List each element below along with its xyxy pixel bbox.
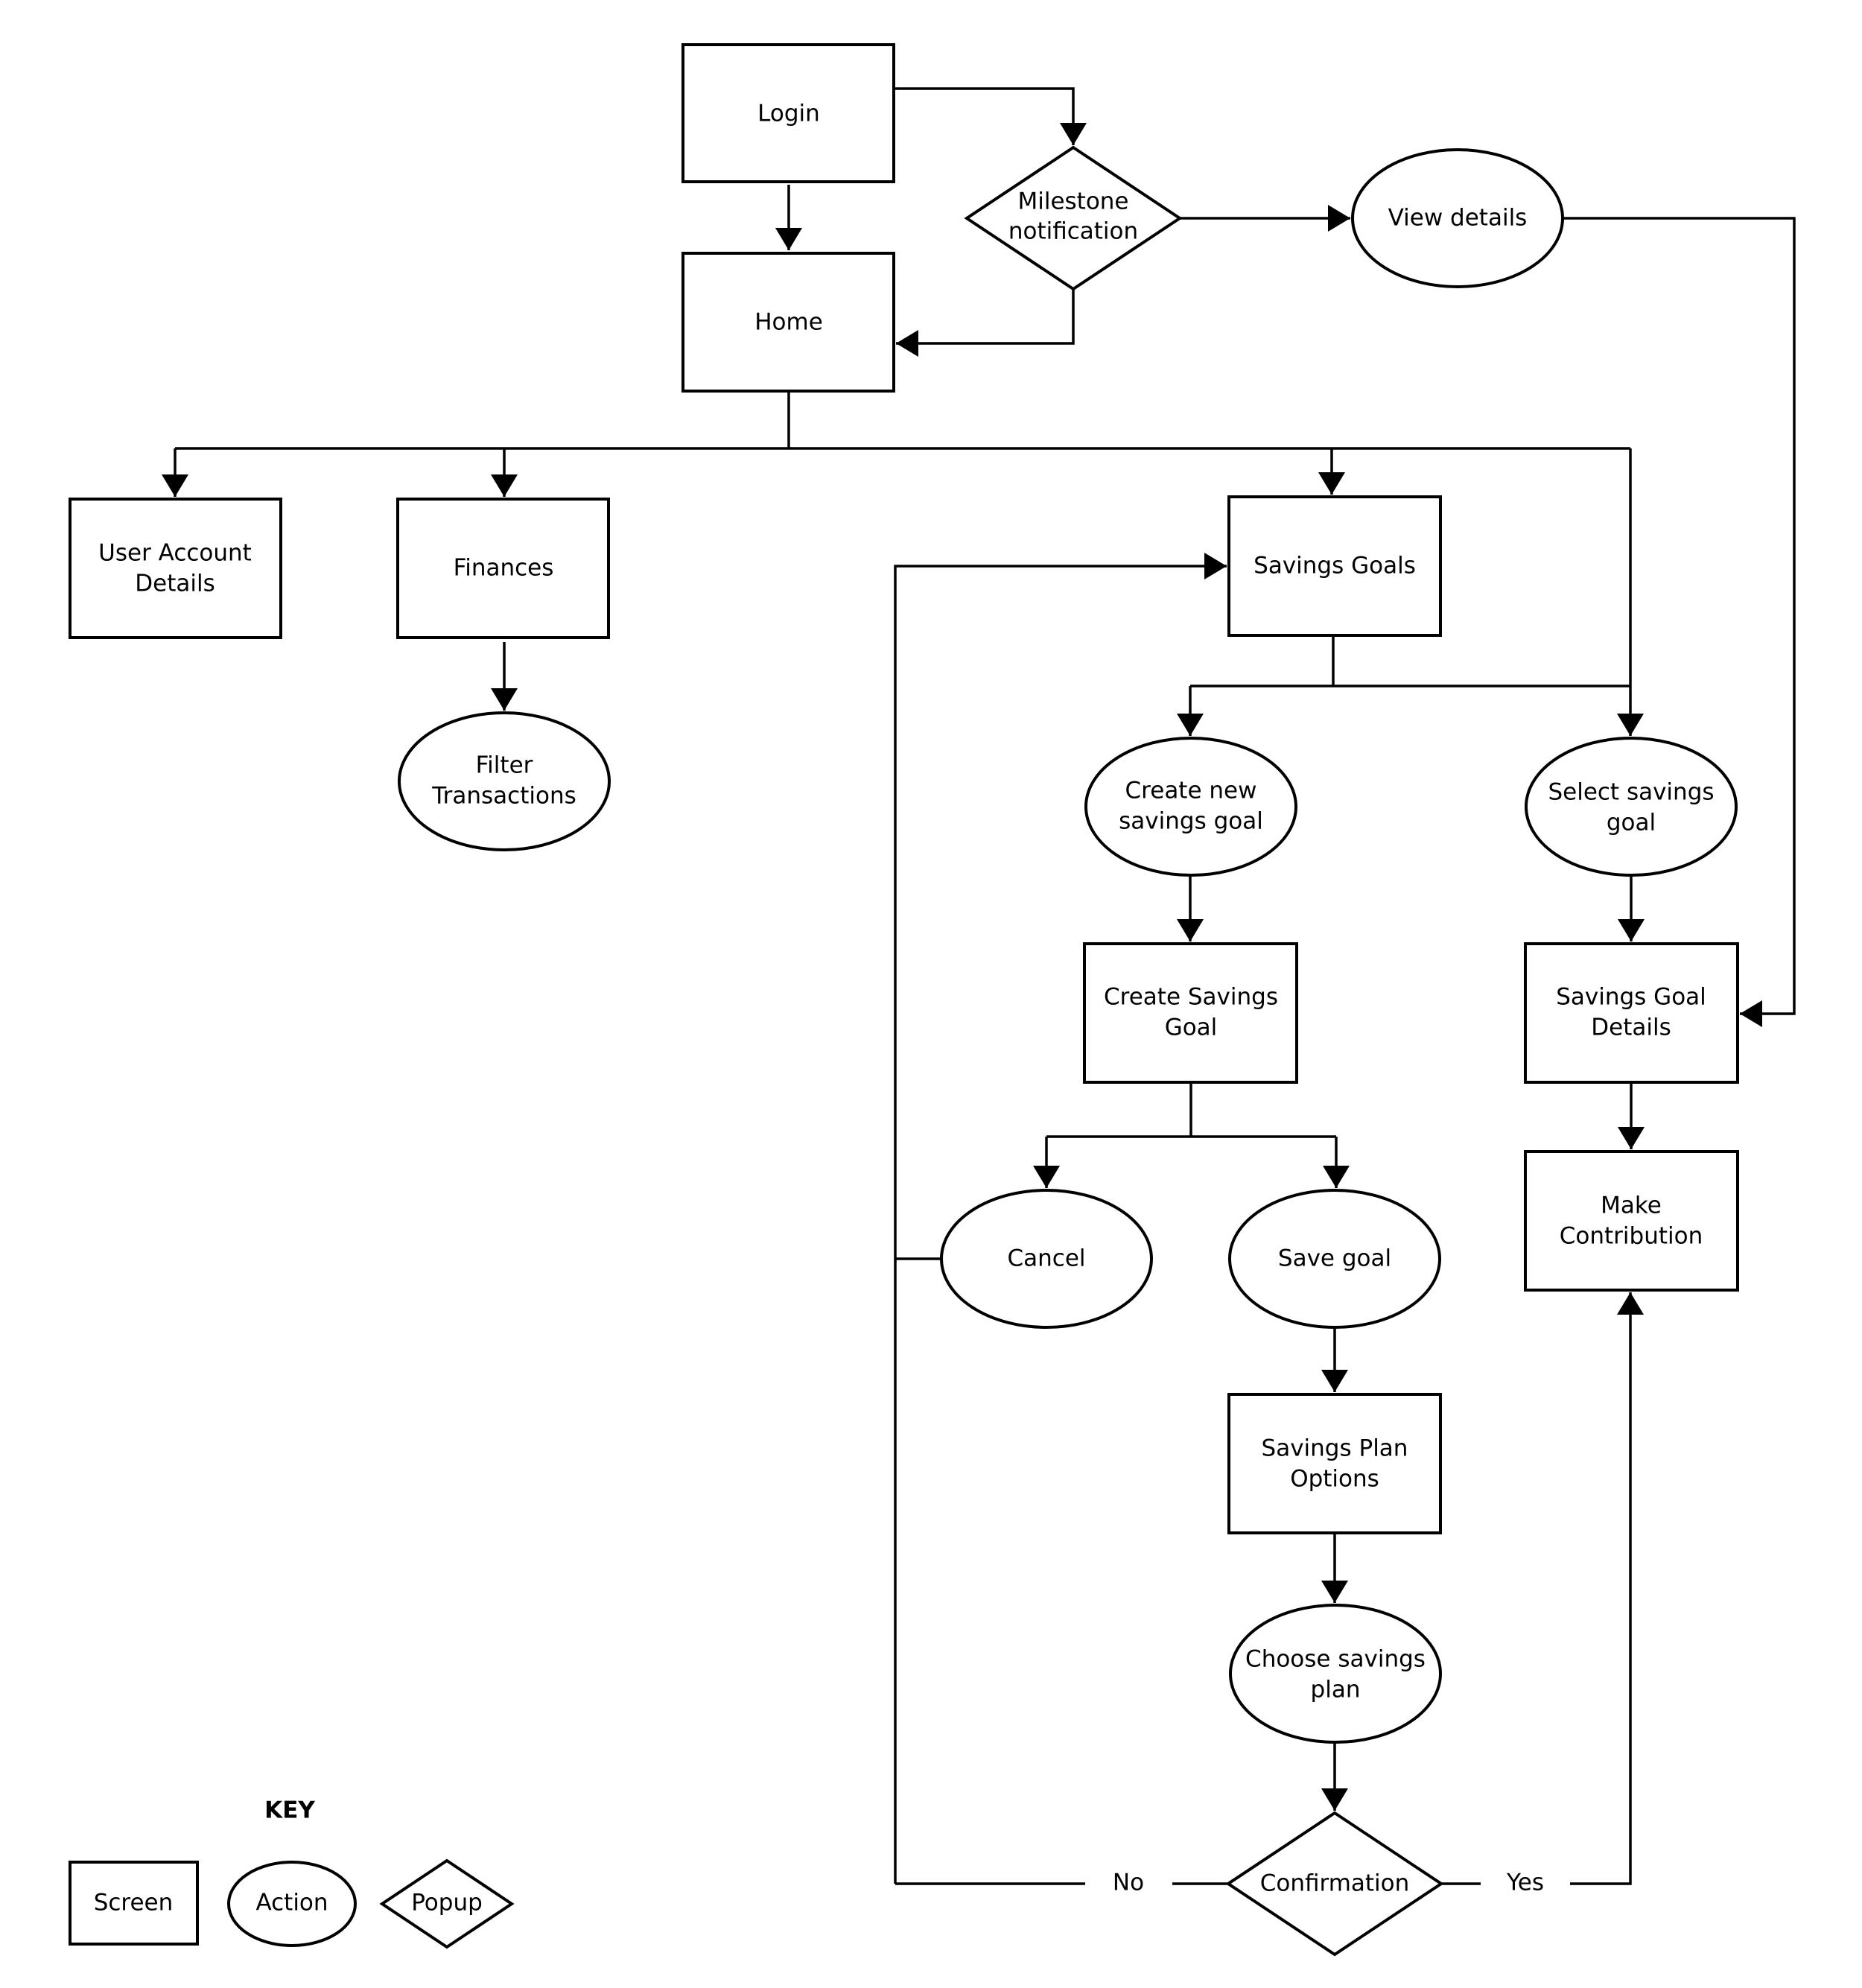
node-label: Goal xyxy=(1165,1014,1218,1041)
node-label: Contribution xyxy=(1560,1223,1703,1250)
node-select-savings-goal[interactable]: Select savings goal xyxy=(1525,737,1738,877)
node-label: User Account xyxy=(98,540,252,567)
node-label: Savings Plan xyxy=(1262,1435,1408,1462)
edge-loop-savingsgoals xyxy=(894,553,1227,1884)
node-label: Save goal xyxy=(1278,1245,1391,1272)
node-label: Filter xyxy=(476,752,533,779)
legend-key: KEY Screen Action Popup xyxy=(69,1797,515,1949)
screen-shape-icon xyxy=(69,1861,199,1946)
key-popup-label: Popup xyxy=(411,1890,483,1916)
popup-shape-icon xyxy=(379,1858,515,1949)
edge-login-milestone xyxy=(894,87,1087,145)
edge-label-yes: Yes xyxy=(1506,1870,1544,1896)
node-finances[interactable]: Finances xyxy=(396,498,610,639)
node-label: Home xyxy=(754,309,823,336)
node-label: Confirmation xyxy=(1260,1870,1410,1897)
node-save-goal[interactable]: Save goal xyxy=(1228,1189,1441,1329)
key-title: KEY xyxy=(264,1797,315,1824)
node-login[interactable]: Login xyxy=(681,43,895,183)
node-label: Transactions xyxy=(431,783,576,810)
key-screen: Screen xyxy=(69,1861,199,1946)
key-screen-label: Screen xyxy=(94,1890,174,1916)
node-create-savings-goal[interactable]: Create Savings Goal xyxy=(1083,942,1298,1084)
node-label: Savings Goal xyxy=(1556,984,1706,1011)
node-label: Milestone xyxy=(1017,188,1128,215)
connectors: No Yes xyxy=(162,87,1796,1896)
node-filter-transactions[interactable]: Filter Transactions xyxy=(398,711,611,851)
node-label: Options xyxy=(1290,1466,1379,1493)
node-label: Login xyxy=(757,101,820,127)
node-home[interactable]: Home xyxy=(681,252,895,393)
key-action: Action xyxy=(227,1861,357,1947)
node-make-contribution[interactable]: Make Contribution xyxy=(1524,1150,1739,1292)
edge-confirmation-yes-b xyxy=(1570,1292,1644,1885)
node-label: Create Savings xyxy=(1104,984,1278,1011)
node-cancel[interactable]: Cancel xyxy=(940,1189,1153,1329)
node-milestone-notification[interactable]: Milestone notification xyxy=(964,145,1183,291)
node-label: View details xyxy=(1388,205,1528,232)
node-label: notification xyxy=(1008,218,1138,245)
node-label: Choose savings xyxy=(1245,1646,1426,1673)
edge-label-no: No xyxy=(1113,1870,1144,1896)
node-label: savings goal xyxy=(1119,808,1263,835)
node-label: goal xyxy=(1607,810,1656,836)
node-label: Create new xyxy=(1125,778,1257,804)
node-savings-goal-details[interactable]: Savings Goal Details xyxy=(1524,942,1739,1084)
node-label: Details xyxy=(135,571,215,597)
node-create-new-savings-goal[interactable]: Create new savings goal xyxy=(1084,737,1297,877)
action-shape-icon xyxy=(227,1861,357,1947)
node-label: Select savings xyxy=(1548,779,1714,806)
edge-milestone-home xyxy=(896,289,1075,357)
key-popup: Popup xyxy=(379,1858,515,1949)
node-user-account-details[interactable]: User Account Details xyxy=(69,498,282,639)
node-savings-goals[interactable]: Savings Goals xyxy=(1227,495,1442,637)
node-label: plan xyxy=(1311,1677,1361,1703)
node-choose-savings-plan[interactable]: Choose savings plan xyxy=(1229,1604,1442,1744)
node-label: Savings Goals xyxy=(1253,553,1416,579)
key-action-label: Action xyxy=(255,1890,328,1916)
node-label: Make xyxy=(1601,1193,1662,1219)
node-label: Details xyxy=(1591,1014,1671,1041)
node-label: Finances xyxy=(454,555,554,582)
node-label: Cancel xyxy=(1007,1245,1085,1272)
node-savings-plan-options[interactable]: Savings Plan Options xyxy=(1227,1393,1442,1534)
node-view-details[interactable]: View details xyxy=(1351,148,1564,288)
edge-viewdetails-goaldetails xyxy=(1563,217,1796,1027)
node-confirmation[interactable]: Confirmation xyxy=(1225,1811,1444,1957)
